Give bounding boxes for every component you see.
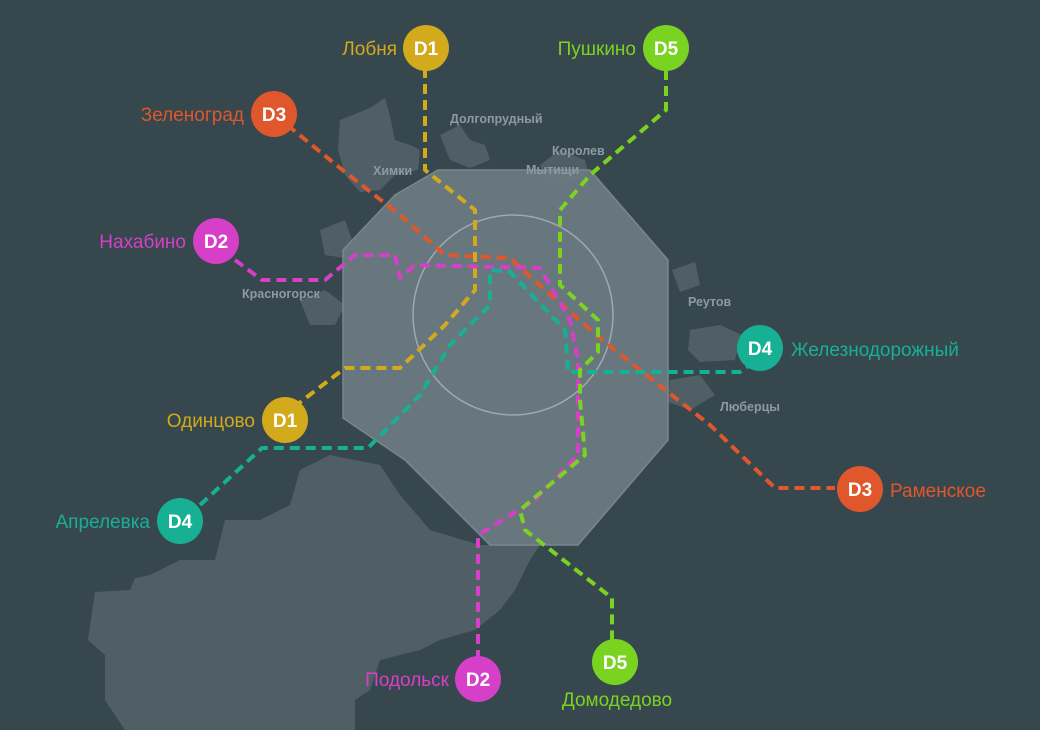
city-label-reutov: Реутов [688,295,732,309]
terminal-label-ramenskoe: Раменское [890,481,986,502]
badge-label-d4: D4 [748,339,773,360]
terminal-label-zelenograd: Зеленоград [141,105,244,126]
terminal-aprelevka[interactable]: Апрелевка D4 [55,498,203,544]
terminal-label-zheleznodorozhny: Железнодорожный [791,340,959,361]
route-d2 [233,253,580,662]
badge-circle-d4 [157,498,203,544]
route-d5 [518,70,668,645]
badge-circle-d1 [262,397,308,443]
terminal-label-lobnya: Лобня [342,39,397,60]
terminal-domodedovo[interactable]: D5 Домодедово [562,639,672,711]
badge-label-d5: D5 [654,39,679,60]
route-d4 [198,268,759,507]
badge-label-d2: D2 [204,232,228,253]
badge-circle-d5 [643,25,689,71]
badge-label-d1: D1 [273,411,298,432]
badge-label-d5: D5 [603,653,628,674]
badge-circle-d5 [592,639,638,685]
city-label-mytishchi: Мытищи [526,163,579,177]
terminal-odintsovo[interactable]: Одинцово D1 [167,397,308,443]
city-label-korolev: Королев [552,144,605,158]
terminal-lobnya[interactable]: Лобня D1 [342,25,449,71]
terminal-label-nakhabino: Нахабино [99,232,186,253]
terminal-label-pushkino: Пушкино [558,39,636,60]
badge-label-d3: D3 [848,480,872,501]
badge-circle-d2 [193,218,239,264]
terminal-podolsk[interactable]: Подольск D2 [365,656,501,702]
city-label-krasnogorsk: Красногорск [242,287,321,301]
terminal-ramenskoe[interactable]: D3 Раменское [837,466,986,512]
territory-background [88,98,742,730]
city-label-lyubertsy: Люберцы [720,400,780,414]
badge-label-d1: D1 [414,39,439,60]
route-d1 [288,68,477,412]
city-label-dolgoprudny: Долгопрудный [450,112,543,126]
terminal-label-odintsovo: Одинцово [167,411,255,432]
badge-circle-d1 [403,25,449,71]
badge-label-d3: D3 [262,105,286,126]
terminal-pushkino[interactable]: Пушкино D5 [558,25,689,71]
terminal-label-aprelevka: Апрелевка [55,512,150,533]
badge-label-d2: D2 [466,670,490,691]
badge-circle-d3 [837,466,883,512]
route-d3 [273,113,835,490]
terminal-zelenograd[interactable]: Зеленоград D3 [141,91,297,137]
terminal-zheleznodorozhny[interactable]: D4 Железнодорожный [737,325,959,371]
central-ring [412,214,614,416]
badge-circle-d2 [455,656,501,702]
terminal-label-podolsk: Подольск [365,670,450,691]
terminal-nakhabino[interactable]: Нахабино D2 [99,218,239,264]
city-label-khimki: Химки [373,164,412,178]
terminal-label-domodedovo: Домодедово [562,690,672,711]
badge-label-d4: D4 [168,512,193,533]
badge-circle-d3 [251,91,297,137]
badge-circle-d4 [737,325,783,371]
